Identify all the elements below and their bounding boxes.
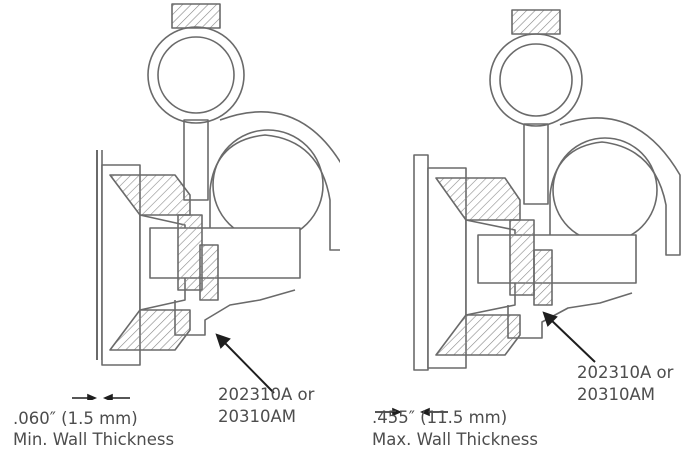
min-thickness-value: .060″ (1.5 mm) (13, 409, 138, 428)
part-pointer-arrow (215, 333, 275, 394)
thickness-arrows (375, 407, 448, 417)
fitting-drawing-max (375, 9, 681, 417)
stem (523, 123, 549, 205)
part-number-line1-left: 202310A or (218, 385, 315, 404)
ball-housing (549, 117, 681, 262)
hub (477, 234, 637, 284)
upper-ring (489, 33, 583, 127)
wall-block (413, 154, 429, 371)
thickness-arrows (72, 393, 130, 400)
fitting-drawing-min (72, 3, 340, 400)
min-thickness-caption: Min. Wall Thickness (13, 430, 175, 449)
part-number-line2-left: 20310AM (218, 407, 297, 426)
stem (183, 119, 209, 201)
max-thickness-caption: Max. Wall Thickness (372, 430, 538, 449)
part-number-line1-right: 202310A or (577, 363, 674, 382)
top-cap (511, 9, 561, 35)
part-number-line2-right: 20310AM (577, 385, 656, 404)
top-cap (171, 3, 221, 29)
part-pointer-arrow (542, 311, 596, 363)
max-thickness-value: .455″ (11.5 mm) (372, 408, 508, 427)
upper-ring (147, 26, 245, 124)
hub (149, 227, 301, 279)
